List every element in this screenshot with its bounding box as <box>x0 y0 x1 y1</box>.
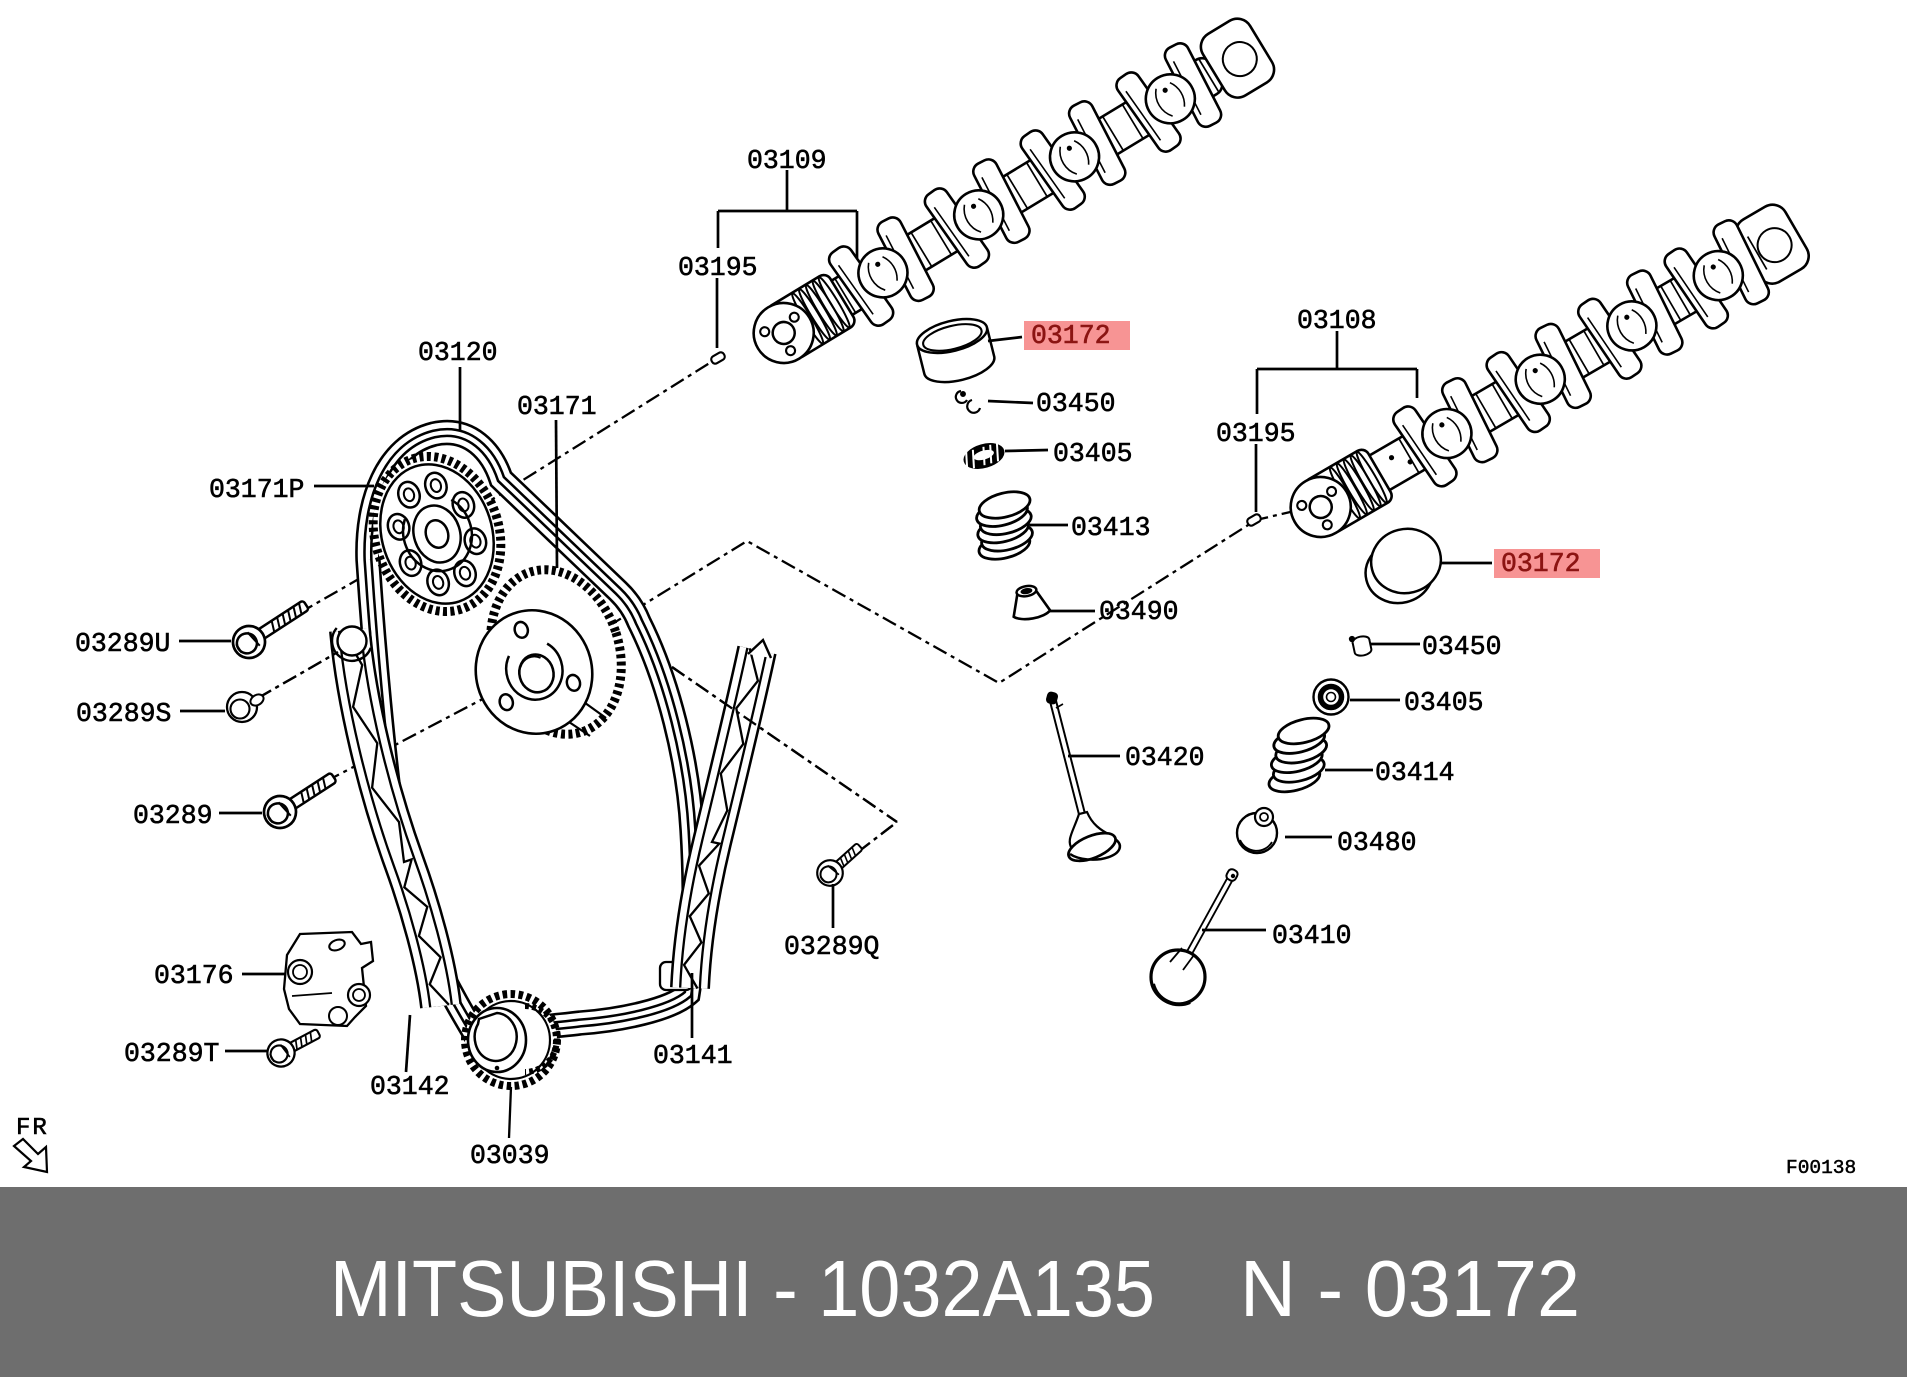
svg-text:03405: 03405 <box>1404 688 1484 718</box>
svg-text:03405: 03405 <box>1053 439 1133 469</box>
svg-text:03289Q: 03289Q <box>784 932 879 962</box>
svg-text:03450: 03450 <box>1422 632 1502 662</box>
svg-text:03490: 03490 <box>1099 597 1179 627</box>
svg-text:03109: 03109 <box>747 146 827 176</box>
svg-text:03171: 03171 <box>517 392 597 422</box>
svg-text:03195: 03195 <box>678 253 758 283</box>
svg-text:F00138: F00138 <box>1786 1157 1856 1179</box>
svg-text:03289: 03289 <box>133 801 213 831</box>
svg-text:N - 03172: N - 03172 <box>1240 1244 1580 1333</box>
svg-text:03039: 03039 <box>470 1141 550 1171</box>
svg-text:03480: 03480 <box>1337 828 1417 858</box>
svg-text:03289S: 03289S <box>76 699 171 729</box>
svg-text:03450: 03450 <box>1036 389 1116 419</box>
svg-text:03195: 03195 <box>1216 419 1296 449</box>
svg-text:03289T: 03289T <box>124 1039 219 1069</box>
svg-text:FR: FR <box>16 1115 49 1142</box>
svg-text:03172: 03172 <box>1031 321 1111 351</box>
svg-text:03176: 03176 <box>154 961 234 991</box>
svg-text:03120: 03120 <box>418 338 498 368</box>
svg-text:03142: 03142 <box>370 1072 450 1102</box>
svg-text:03420: 03420 <box>1125 743 1205 773</box>
svg-text:03141: 03141 <box>653 1041 733 1071</box>
svg-text:MITSUBISHI - 1032A135: MITSUBISHI - 1032A135 <box>330 1244 1155 1333</box>
svg-text:03410: 03410 <box>1272 921 1352 951</box>
svg-text:03413: 03413 <box>1071 513 1151 543</box>
svg-text:03289U: 03289U <box>75 629 170 659</box>
svg-text:03414: 03414 <box>1375 758 1455 788</box>
svg-text:03172: 03172 <box>1501 549 1581 579</box>
svg-text:03171P: 03171P <box>209 475 304 505</box>
svg-text:03108: 03108 <box>1297 306 1377 336</box>
